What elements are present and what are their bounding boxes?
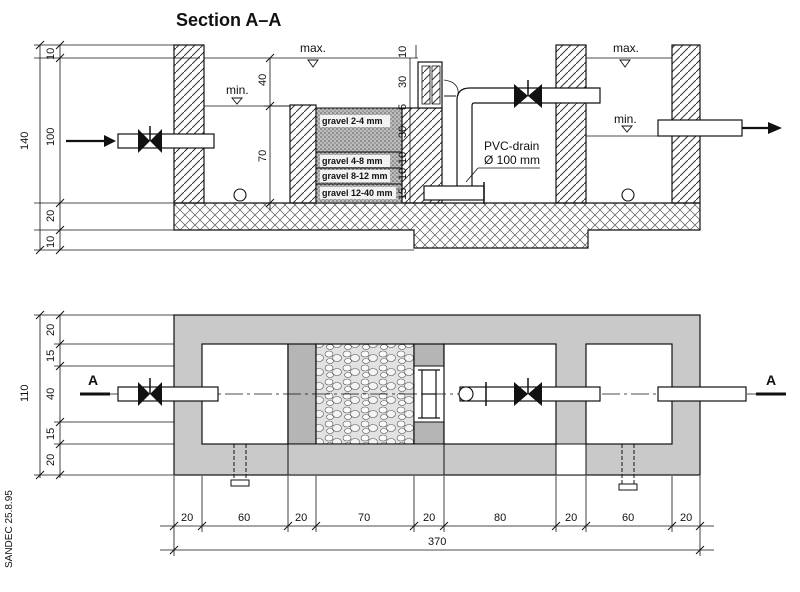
inlet-pipe-section (66, 126, 215, 153)
dim-plan-width: 110 (19, 384, 31, 402)
dim-plan-col-8: 60 (622, 512, 634, 524)
plan-outlet-pipe (657, 386, 747, 402)
section-dimension-lines (34, 44, 417, 251)
sludge-outlet-right (621, 188, 635, 202)
pvc-diameter-label: Ø 100 mm (484, 153, 540, 167)
dim-plan-row-5: 20 (45, 454, 57, 466)
plan-sludge-pipes (230, 444, 638, 491)
dim-plan-col-4: 70 (358, 512, 370, 524)
plan-dimension-lines-bottom (160, 476, 714, 556)
dim-top-10: 10 (397, 46, 409, 58)
dim-plan-col-2: 60 (238, 512, 250, 524)
min-level-label-left: min. (226, 83, 249, 97)
dim-layer-15: 15 (397, 188, 409, 200)
max-level-label-left: max. (300, 41, 326, 55)
plan-dim-ticks-left (35, 310, 65, 480)
max-level-label-right: max. (613, 41, 639, 55)
filter-inlet-wall (289, 104, 317, 204)
section-dim-ticks (35, 40, 275, 255)
gravel-layer-4: gravel 12-40 mm (322, 188, 393, 198)
dim-plan-col-6: 80 (494, 512, 506, 524)
svg-text:A: A (766, 372, 776, 388)
pvc-drain-label: PVC-drain (484, 139, 539, 153)
dim-plan-col-5: 20 (423, 512, 435, 524)
plan-dimension-lines-left (34, 314, 174, 478)
section-mark-left: A (80, 372, 110, 396)
plan-inlet-pipe (117, 378, 219, 406)
dim-top-left: 10 (45, 48, 57, 60)
svg-text:A: A (88, 372, 98, 388)
dim-layer-10a: 10 (397, 168, 409, 180)
drawing-credit: SANDEC 25.8.95 (4, 490, 15, 568)
plan-view (173, 314, 701, 476)
plan-drain-pipe (458, 378, 601, 406)
dim-water-depth: 100 (45, 128, 57, 146)
dim-inner-40: 40 (257, 74, 269, 86)
dim-plan-row-1: 20 (45, 324, 57, 336)
gravel-filter: gravel 2-4 mm gravel 4-8 mm gravel 8-12 … (315, 107, 403, 204)
sludge-outlet-left (233, 188, 247, 202)
outlet-pipe-section (657, 119, 782, 137)
drain-pipe-section (423, 79, 601, 204)
pvc-drain-callout: PVC-drain Ø 100 mm (465, 139, 540, 183)
gravel-layer-2: gravel 4-8 mm (322, 156, 383, 166)
section-title: Section A–A (176, 10, 281, 30)
dim-plan-col-9: 20 (680, 512, 692, 524)
min-level-label-right: min. (614, 112, 637, 126)
dim-plan-col-3: 20 (295, 512, 307, 524)
dim-inner-70: 70 (257, 150, 269, 162)
left-outer-wall (173, 44, 205, 204)
dim-plan-total: 370 (428, 536, 446, 548)
dim-plan-col-1: 20 (181, 512, 193, 524)
dim-plan-row-3: 40 (45, 388, 57, 400)
base-slab (173, 202, 701, 249)
dim-plan-col-7: 20 (565, 512, 577, 524)
dim-plan-row-4: 15 (45, 428, 57, 440)
gravel-layer-3: gravel 8-12 mm (322, 171, 388, 181)
dim-floor: 20 (45, 210, 57, 222)
plan-filter-drain (418, 369, 440, 419)
section-mark-right: A (756, 372, 786, 396)
gravel-layer-1: gravel 2-4 mm (322, 116, 383, 126)
right-inner-wall (555, 44, 587, 204)
plan-dim-ticks-bottom (169, 521, 705, 555)
dim-filter-10: 10 (397, 152, 409, 164)
dim-five: 5 (397, 104, 409, 110)
dim-base: 10 (45, 236, 57, 248)
dim-drain-30: 30 (397, 76, 409, 88)
dim-filter-30: 30 (397, 126, 409, 138)
dim-overall-height: 140 (19, 132, 31, 150)
dim-plan-row-2: 15 (45, 350, 57, 362)
